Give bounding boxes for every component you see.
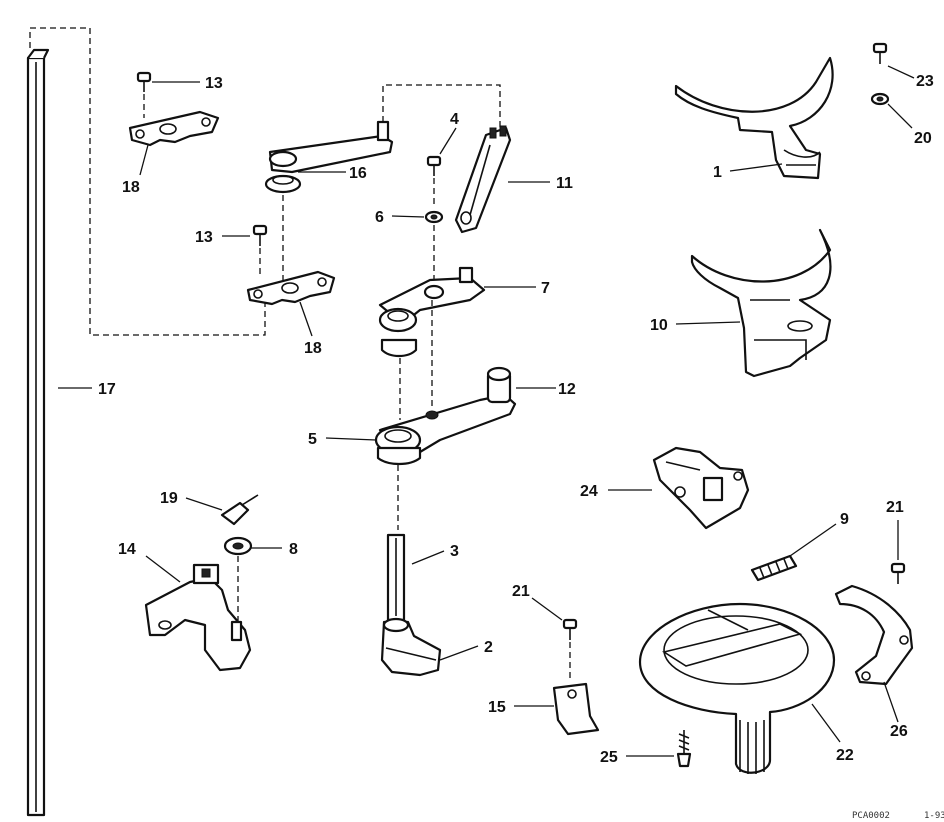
part-22-base-ring[interactable] bbox=[638, 602, 836, 774]
callout-labels: 13 18 16 13 18 4 6 11 7 12 5 17 19 8 14 … bbox=[98, 73, 934, 766]
callout-14: 14 bbox=[118, 541, 136, 558]
callout-7: 7 bbox=[541, 280, 550, 297]
drawing-code: PCA0002 bbox=[852, 811, 890, 821]
callout-26: 26 bbox=[890, 723, 908, 740]
callout-21-center: 21 bbox=[512, 583, 530, 600]
callout-3: 3 bbox=[450, 543, 459, 560]
callout-12: 12 bbox=[558, 381, 576, 398]
callout-22: 22 bbox=[836, 747, 854, 764]
part-19-fitting[interactable] bbox=[220, 494, 259, 526]
part-24-sensor[interactable] bbox=[652, 446, 750, 530]
callout-6: 6 bbox=[375, 209, 384, 226]
part-23-screw[interactable] bbox=[872, 42, 888, 64]
leader-lines bbox=[58, 65, 915, 757]
part-9-spring[interactable] bbox=[750, 554, 798, 582]
callout-15: 15 bbox=[488, 699, 506, 716]
callout-20: 20 bbox=[914, 130, 932, 147]
callout-19: 19 bbox=[160, 490, 178, 507]
callout-25: 25 bbox=[600, 749, 618, 766]
part-26-arc[interactable] bbox=[834, 584, 914, 686]
callout-16: 16 bbox=[349, 165, 367, 182]
callout-17: 17 bbox=[98, 381, 116, 398]
part-5-12-throttle-arm[interactable] bbox=[374, 366, 517, 466]
callout-13-mid: 13 bbox=[195, 229, 213, 246]
part-21-screw-right[interactable] bbox=[890, 562, 906, 584]
part-25-screw[interactable] bbox=[676, 730, 692, 768]
callout-21-right: 21 bbox=[886, 499, 904, 516]
part-15-clamp[interactable] bbox=[552, 682, 600, 736]
part-6-washer[interactable] bbox=[424, 210, 444, 285]
callout-4: 4 bbox=[450, 111, 459, 128]
part-18-bracket-mid[interactable] bbox=[246, 270, 336, 306]
part-13-screw-top[interactable] bbox=[136, 71, 152, 118]
callout-23: 23 bbox=[916, 73, 934, 90]
part-14-bracket[interactable] bbox=[144, 563, 252, 672]
part-16-lever-arm[interactable] bbox=[264, 120, 394, 194]
callout-10: 10 bbox=[650, 317, 668, 334]
part-10-bracket[interactable] bbox=[690, 228, 832, 378]
callout-11: 11 bbox=[556, 175, 573, 192]
part-2-foot[interactable] bbox=[380, 617, 442, 677]
part-18-bracket-top[interactable] bbox=[128, 110, 220, 147]
callout-18-top: 18 bbox=[122, 179, 140, 196]
part-13-screw-mid[interactable] bbox=[252, 224, 268, 275]
callout-18-mid: 18 bbox=[304, 340, 322, 357]
part-21-screw-center[interactable] bbox=[562, 618, 578, 680]
part-8-nut[interactable] bbox=[223, 536, 253, 556]
callout-2: 2 bbox=[484, 639, 493, 656]
callout-1: 1 bbox=[713, 164, 722, 181]
part-1-cam[interactable] bbox=[674, 56, 834, 180]
callout-8: 8 bbox=[289, 541, 298, 558]
part-3-shaft[interactable] bbox=[386, 533, 406, 622]
part-11-link[interactable] bbox=[454, 125, 512, 234]
part-17-rod[interactable] bbox=[26, 48, 50, 817]
dashed-link-17 bbox=[29, 27, 266, 336]
callout-13-top: 13 bbox=[205, 75, 223, 92]
drawing-date: 1-93 bbox=[924, 811, 944, 821]
part-4-screw[interactable] bbox=[426, 155, 442, 205]
callout-24: 24 bbox=[580, 483, 598, 500]
part-20-washer[interactable] bbox=[870, 92, 890, 106]
callout-9: 9 bbox=[840, 511, 849, 528]
callout-5: 5 bbox=[308, 431, 317, 448]
dashed-link-16-11 bbox=[382, 84, 501, 130]
